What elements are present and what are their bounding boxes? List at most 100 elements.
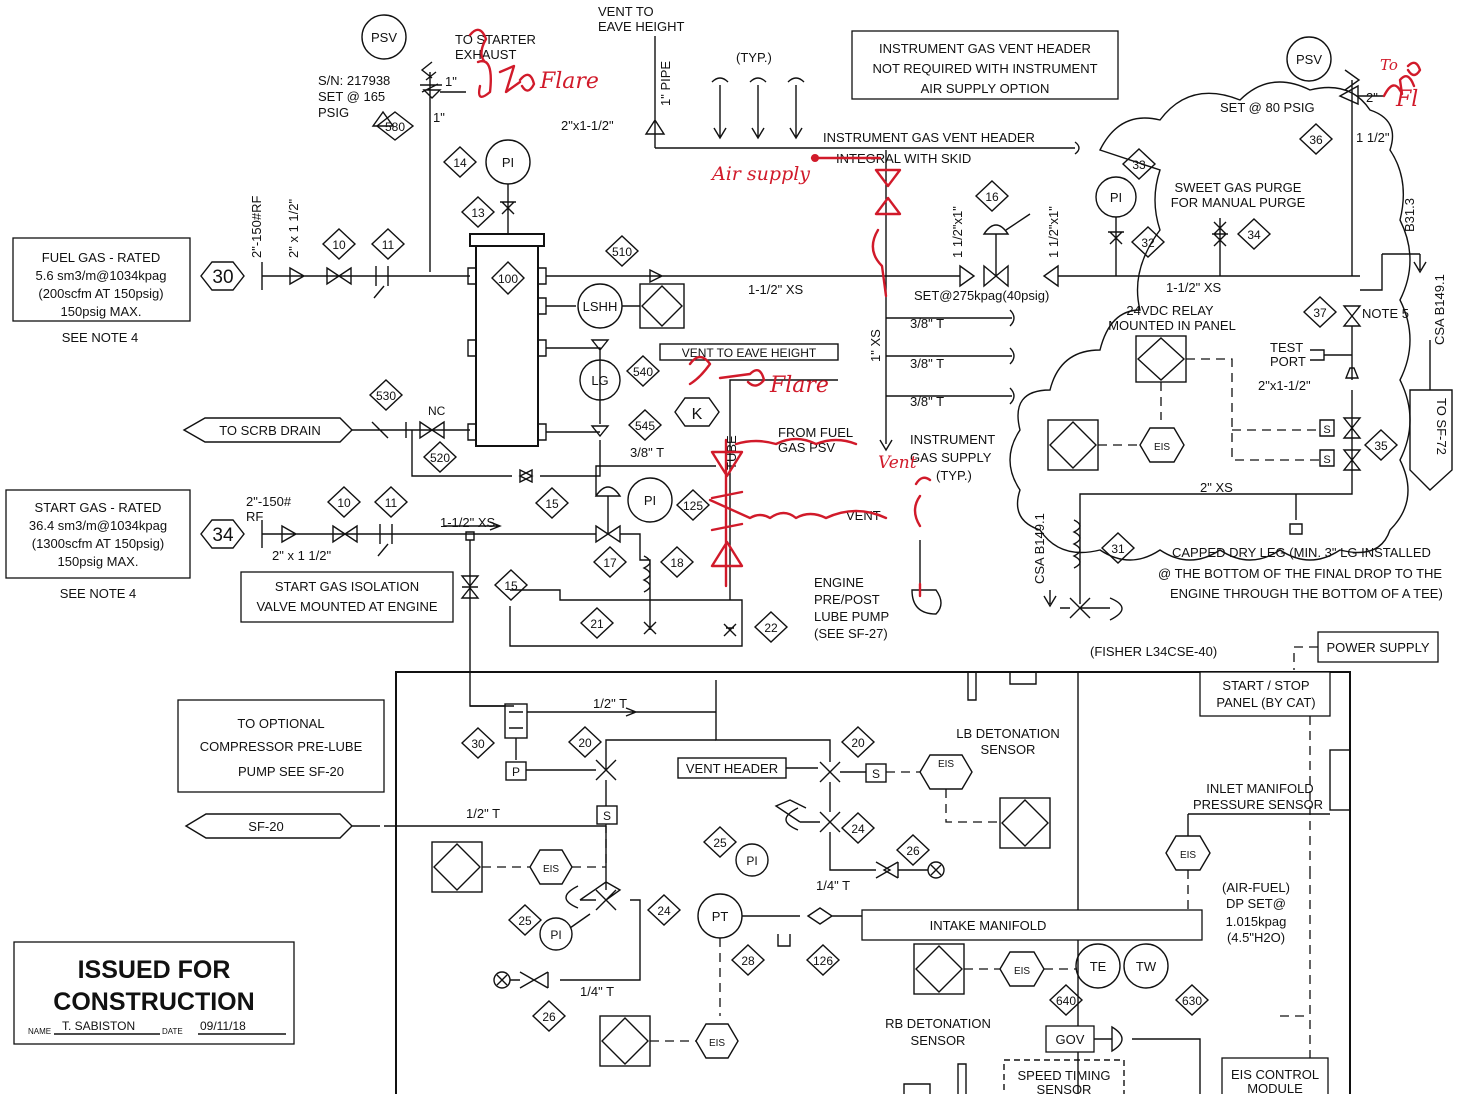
- psv-580-label: 580: [385, 120, 405, 134]
- vent-eave-box: [659, 343, 839, 361]
- tag-26b: 26: [542, 1010, 556, 1024]
- vent-header-integral: INTEGRAL WITH SKID: [836, 151, 971, 166]
- pipe-3-8-t-d: 3/8" T: [910, 394, 944, 409]
- markup-valve-top: [810, 156, 902, 298]
- inlet-man-l1: INLET MANIFOLD: [1206, 781, 1313, 796]
- eis-module-l2: MODULE: [1247, 1081, 1303, 1094]
- markup-flare-text-1: Flare: [539, 69, 599, 94]
- start-gas-tag-hex: [200, 519, 245, 549]
- tag-520: 520: [430, 451, 450, 465]
- vent-eave-2: VENT TO EAVE HEIGHT: [682, 346, 817, 360]
- tag-16: 16: [985, 190, 999, 204]
- tag-15b: 15: [504, 579, 518, 593]
- psv-left-tag: PSV: [371, 30, 397, 45]
- tag-540: 540: [633, 365, 653, 379]
- tag-18: 18: [670, 556, 684, 570]
- pre-lube-l2: COMPRESSOR PRE-LUBE: [200, 739, 363, 754]
- tag-530: 530: [376, 389, 396, 403]
- psv-left-in-size: 1": [433, 110, 445, 125]
- markup-fl-text: Fl: [1395, 87, 1418, 112]
- pipe-1-4-t-b: 1/4" T: [580, 984, 614, 999]
- typ-label: (TYP.): [736, 50, 772, 65]
- scrubber-tag-100: 100: [498, 272, 518, 286]
- pre-lube-l1: TO OPTIONAL: [237, 716, 324, 731]
- fuel-gas-tag-hex: [200, 261, 245, 291]
- sf20-label: SF-20: [248, 819, 283, 834]
- eis-vent: EIS: [938, 759, 954, 770]
- fisher-label: (FISHER L34CSE-40): [1090, 644, 1217, 659]
- start-gas-l1: START GAS - RATED: [35, 500, 162, 515]
- lb-det-l2: SENSOR: [981, 742, 1036, 757]
- nc-label: NC: [428, 404, 446, 418]
- lube-l1: ENGINE: [814, 575, 864, 590]
- fuel-gas-reducer: 2" x 1 1/2": [286, 199, 301, 258]
- pipe-1-xs: 1" XS: [868, 329, 883, 362]
- fuel-gas-box: [12, 237, 191, 322]
- fuel-gas-flange: 2"-150#RF: [249, 196, 264, 258]
- markup-to-flare: [688, 355, 766, 387]
- tag-20a: 20: [578, 736, 592, 750]
- iso-l1: START GAS ISOLATION: [275, 579, 419, 594]
- pipe-1-1-2-xs-c: 1-1/2" XS: [1166, 280, 1222, 295]
- tw-bubble: TW: [1136, 959, 1157, 974]
- pipe-1-2-t-a: 1/2" T: [593, 696, 627, 711]
- af-l4: (4.5"H2O): [1227, 930, 1285, 945]
- gov-box: GOV: [1056, 1032, 1085, 1047]
- tag-125: 125: [683, 499, 703, 513]
- vent-pipe-size: 1" PIPE: [658, 61, 673, 106]
- vent-header-label: INSTRUMENT GAS VENT HEADER: [823, 130, 1035, 145]
- tag-36: 36: [1309, 133, 1323, 147]
- to-starter-label: TO STARTER: [455, 32, 536, 47]
- psv-right-set: SET @ 80 PSIG: [1220, 100, 1315, 115]
- pipe-3-8-t-c: 3/8" T: [910, 356, 944, 371]
- eis-inlet: EIS: [1180, 850, 1196, 861]
- fuel-gas-tag: 30: [212, 267, 233, 288]
- af-l1: (AIR-FUEL): [1222, 880, 1290, 895]
- tag-35: 35: [1374, 439, 1388, 453]
- speed-l1: SPEED TIMING: [1018, 1068, 1111, 1083]
- vent-s-tag: S: [872, 767, 880, 781]
- tag-33: 33: [1132, 158, 1146, 172]
- lube-l4: (SEE SF-27): [814, 626, 888, 641]
- from-fuel-l2: GAS PSV: [778, 440, 835, 455]
- tag-630: 630: [1182, 994, 1202, 1008]
- tag-20b: 20: [851, 736, 865, 750]
- tag-510: 510: [612, 245, 632, 259]
- lube-s-tag: S: [603, 809, 611, 823]
- pipe-1-1-2-xs-a: 1-1/2" XS: [748, 282, 804, 297]
- reducer-3: 2"x1-1/2": [1258, 378, 1311, 393]
- tag-22: 22: [764, 621, 778, 635]
- test-port-l2: PORT: [1270, 354, 1306, 369]
- lube-l3: LUBE PUMP: [814, 609, 889, 624]
- tag-28: 28: [741, 954, 755, 968]
- start-gas-flange: 2"-150#: [246, 494, 292, 509]
- start-gas-l4: 150psig MAX.: [58, 554, 139, 569]
- note-line3: AIR SUPPLY OPTION: [921, 81, 1050, 96]
- pi-25b-bubble: PI: [550, 928, 561, 942]
- power-supply: POWER SUPPLY: [1326, 640, 1429, 655]
- tag-24a: 24: [657, 904, 671, 918]
- pre-lube-l3: PUMP SEE SF-20: [238, 764, 344, 779]
- markup-vent-text: Vent: [878, 453, 917, 473]
- tag-31: 31: [1111, 542, 1125, 556]
- lube-l2: PRE/POST: [814, 592, 880, 607]
- tag-30: 30: [471, 737, 485, 751]
- dry-leg-l2: @ THE BOTTOM OF THE FINAL DROP TO THE: [1158, 566, 1442, 581]
- instr-supply-l3: (TYP.): [936, 468, 972, 483]
- pipe-1-2-t-b: 1/2" T: [466, 806, 500, 821]
- pipe-3-8-t-a: 3/8" T: [630, 445, 664, 460]
- test-port-l1: TEST: [1270, 340, 1303, 355]
- rb-det-l2: SENSOR: [911, 1033, 966, 1048]
- reducer-2: 1 1/2"x1": [1046, 206, 1061, 258]
- markup-flare-text-2: Flare: [769, 373, 829, 398]
- vent-header-box: VENT HEADER: [686, 761, 778, 776]
- markup-air-supply: Air supply: [710, 163, 810, 185]
- lb-det-l1: LB DETONATION: [956, 726, 1060, 741]
- pipe-1-1-2-xs-b: 1-1/2" XS: [440, 515, 496, 530]
- markup-exhaust-flare: [468, 28, 536, 98]
- instrument-air-note-box: [851, 30, 1119, 100]
- eis-module-l1: EIS CONTROL: [1231, 1067, 1319, 1082]
- fuel-gas-l4: 150psig MAX.: [61, 304, 142, 319]
- to-sf72-arrow: [1409, 340, 1453, 491]
- regulator-set: SET@275kpag(40psig): [914, 288, 1049, 303]
